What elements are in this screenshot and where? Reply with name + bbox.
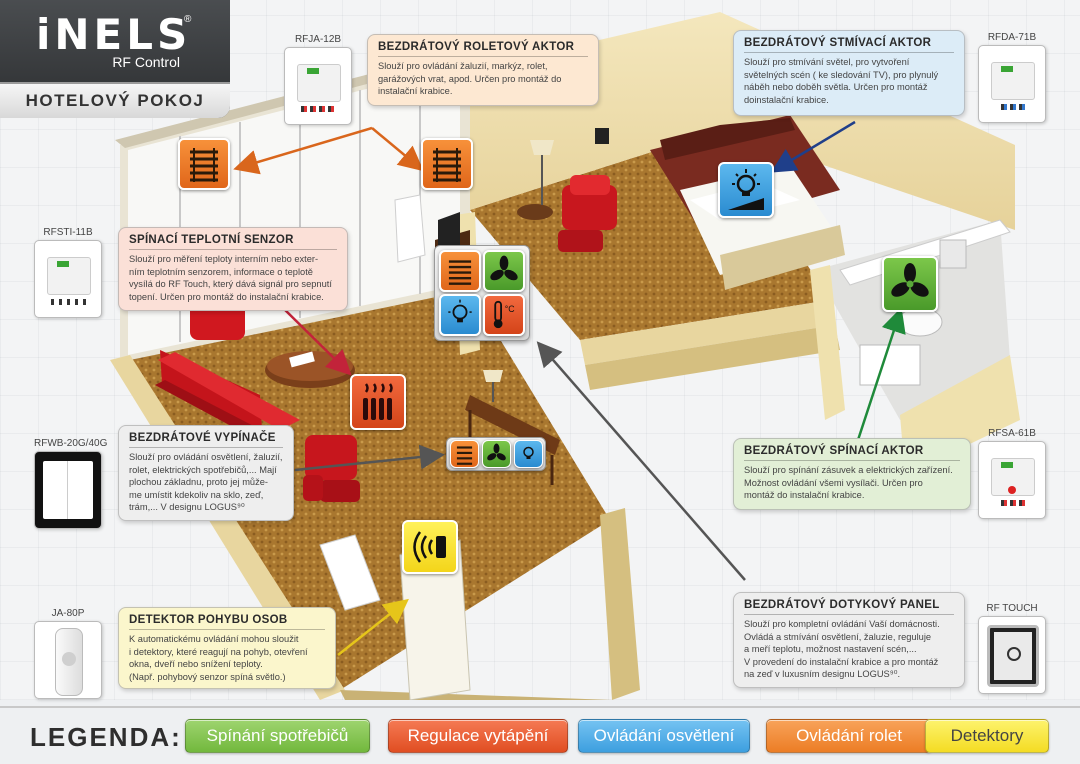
callout-title: BEZDRÁTOVÝ STMÍVACÍ AKTOR [744,37,954,53]
blinds-tile-window [178,138,230,190]
fan-tile-bathroom [882,256,938,312]
closet [319,534,381,611]
device-label: RFJA-12B [294,34,342,45]
device-label: RFDA-71B [987,32,1037,43]
device-label: RFSTI-11B [43,227,93,238]
device-rfsa: RFSA-61B [978,428,1046,519]
device-image [978,441,1046,519]
callout-text: Slouží pro měření teploty interním nebo … [129,254,332,302]
callout-text: Slouží pro spínání zásuvek a elektrickýc… [744,465,953,500]
detector-tile [402,520,458,574]
legend: LEGENDA: Spínání spotřebičů Regulace vyt… [0,706,1080,764]
touch-panel-screen: °C [434,245,530,341]
living-room-floor [130,290,610,690]
fan-icon [487,443,506,461]
light-bulb-icon [448,299,472,323]
device-image [978,45,1046,123]
callout-text: Slouží pro ovládání osvětlení, žaluzií, … [129,452,283,512]
light-bulb-icon [728,169,764,210]
callout-title: BEZDRÁTOVÉ VYPÍNAČE [129,432,283,448]
device-rfwb: RFWB-20G/40G [34,438,107,529]
switch-light-tile [514,440,543,468]
device-ja80p: JA-80P [34,608,102,699]
brand-name: iNELS [36,10,192,59]
callout-motion-detector: DETEKTOR POHYBU OSOB K automatickému ovl… [118,607,336,689]
device-image [284,47,352,125]
callout-title: BEZDRÁTOVÝ SPÍNACÍ AKTOR [744,445,960,461]
switch-blinds-tile [450,440,479,468]
legend-item-heating: Regulace vytápění [388,719,568,753]
device-image [978,616,1046,694]
dimmer-tile [718,162,774,218]
callout-title: DETEKTOR POHYBU OSOB [129,614,325,630]
thermo-unit: °C [505,304,515,314]
device-label: RFWB-20G/40G [34,438,108,449]
blinds-icon [190,148,218,182]
brand-subtitle: RF Control [112,54,180,70]
inels-logo: iNELS ® RF Control HOTELOVÝ POKOJ [0,0,230,118]
blinds-icon [433,148,461,182]
callout-text: Slouží pro kompletní ovládání Vaší domác… [744,619,940,679]
callout-touch-panel: BEZDRÁTOVÝ DOTYKOVÝ PANEL Slouží pro kom… [733,592,965,688]
callout-text: Slouží pro ovládání žaluzií, markýz, rol… [378,61,562,96]
panel-blinds-tile [439,250,481,292]
device-image [34,621,102,699]
legend-title: LEGENDA: [30,722,182,752]
callout-text: Slouží pro stmívání světel, pro vytvořen… [744,57,939,105]
callout-text: K automatickému ovládání mohou sloužit i… [129,634,308,682]
motion-sensor-icon [413,531,446,563]
legend-item-detectors: Detektory [925,719,1049,753]
light-bulb-icon [523,446,534,459]
callout-wireless-switches: BEZDRÁTOVÉ VYPÍNAČE Slouží pro ovládání … [118,425,294,521]
coffee-table [265,351,355,388]
fan-icon [490,255,518,281]
switch-fan-tile [482,440,511,468]
blinds-icon [448,260,472,285]
callout-dimmer: BEZDRÁTOVÝ STMÍVACÍ AKTOR Slouží pro stm… [733,30,965,116]
blinds-tile-door [421,138,473,190]
callout-title: BEZDRÁTOVÝ ROLETOVÝ AKTOR [378,41,588,57]
fan-icon [891,263,929,297]
legend-item-switching: Spínání spotřebičů [185,719,370,753]
callout-title: SPÍNACÍ TEPLOTNÍ SENZOR [129,234,337,250]
device-rftouch: RF TOUCH [978,603,1046,694]
blinds-icon [456,446,473,465]
device-label: RF TOUCH [986,603,1038,614]
armchair-bedroom [558,175,617,252]
callout-thermo-sensor: SPÍNACÍ TEPLOTNÍ SENZOR Slouží pro měřen… [118,227,348,311]
thermometer-icon: °C [493,300,515,329]
radiator-icon [363,383,393,420]
side-table [517,204,553,220]
device-label: RFSA-61B [988,428,1036,439]
arrows [233,120,906,656]
device-label: JA-80P [51,608,85,619]
device-image [34,451,102,529]
callout-switch-actuator: BEZDRÁTOVÝ SPÍNACÍ AKTOR Slouží pro spín… [733,438,971,510]
panel-fan-tile [483,250,525,292]
device-rfsti: RFSTI-11B [34,227,102,318]
device-rfja: RFJA-12B [284,34,352,125]
device-image [34,240,102,318]
callout-blind-actuator: BEZDRÁTOVÝ ROLETOVÝ AKTOR Slouží pro ovl… [367,34,599,106]
legend-item-lighting: Ovládání osvětlení [578,719,750,753]
heater-tile [350,374,406,430]
device-rfda: RFDA-71B [978,32,1046,123]
panel-light-tile [439,294,481,336]
bedroom-door [394,194,426,263]
floor-lamp [530,140,554,205]
page-title: HOTELOVÝ POKOJ [0,82,230,118]
callout-title: BEZDRÁTOVÝ DOTYKOVÝ PANEL [744,599,954,615]
panel-thermo-tile: °C [483,294,525,336]
legend-item-blinds: Ovládání rolet [766,719,932,753]
wireless-switch-panel [446,437,546,471]
registered-mark: ® [184,14,192,25]
